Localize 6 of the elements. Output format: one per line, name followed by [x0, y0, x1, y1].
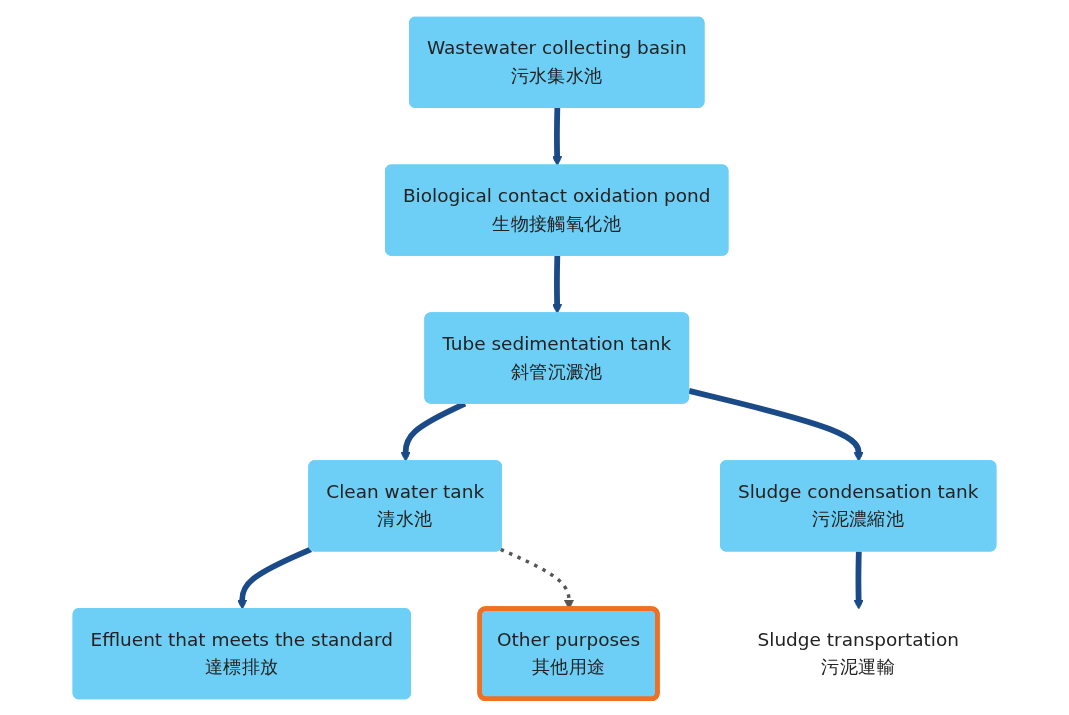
- arrow: [552, 255, 563, 314]
- node-text: Sludge transportation 污泥運輸: [757, 627, 959, 678]
- arrow: [853, 550, 864, 610]
- arrow: [237, 546, 312, 610]
- arrow: [552, 107, 563, 166]
- arrow: [688, 387, 864, 462]
